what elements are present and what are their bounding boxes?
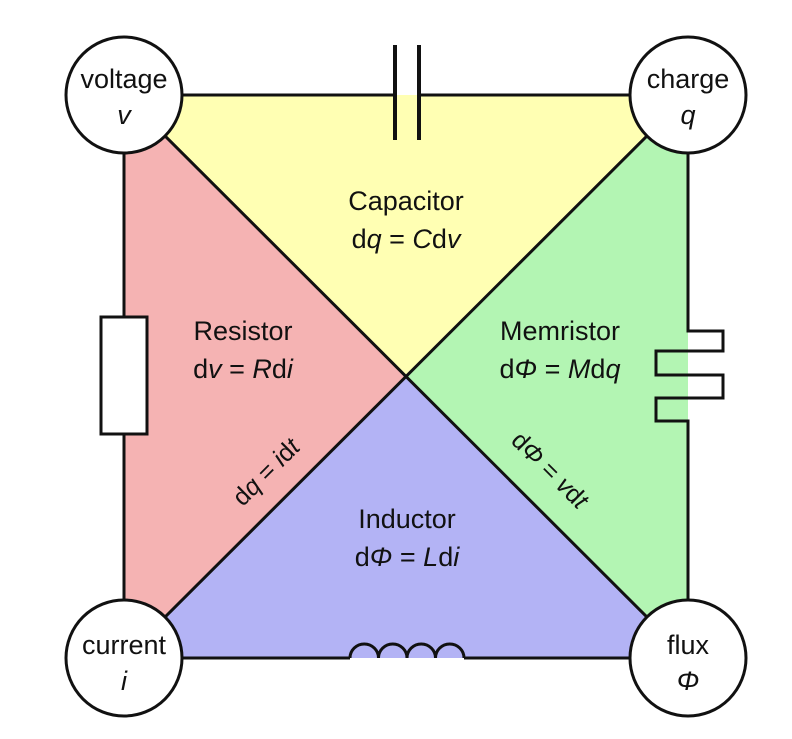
capacitor-label: Capacitor dq = Cdv xyxy=(348,186,464,254)
node-flux-symbol: Φ xyxy=(677,666,700,696)
node-flux-name: flux xyxy=(667,630,710,660)
capacitor-region xyxy=(124,95,688,376)
memristor-equation: dΦ = Mdq xyxy=(500,354,621,384)
node-voltage-name: voltage xyxy=(80,64,167,94)
node-charge: charge q xyxy=(628,35,748,155)
inductor-label: Inductor dΦ = Ldi xyxy=(355,504,460,572)
resistor-name: Resistor xyxy=(193,316,292,346)
node-charge-name: charge xyxy=(647,64,730,94)
inductor-equation: dΦ = Ldi xyxy=(355,542,460,572)
diagonal-charge-current xyxy=(122,93,690,660)
capacitor-equation: dq = Cdv xyxy=(352,224,462,254)
node-voltage: voltage v xyxy=(64,35,184,155)
capacitor-name: Capacitor xyxy=(348,186,464,216)
memristor-symbol xyxy=(654,95,725,658)
node-voltage-symbol: v xyxy=(117,100,132,130)
memristor-label: Memristor dΦ = Mdq xyxy=(500,316,621,384)
resistor-label: Resistor dv = Rdi xyxy=(193,316,294,384)
node-flux: flux Φ xyxy=(628,598,748,718)
node-current-symbol: i xyxy=(121,666,128,696)
memristor-region xyxy=(406,95,688,658)
inductor-name: Inductor xyxy=(358,504,456,534)
inductor-region xyxy=(124,376,688,658)
resistor-equation: dv = Rdi xyxy=(193,354,294,384)
node-charge-symbol: q xyxy=(680,100,695,130)
node-current-name: current xyxy=(82,630,167,660)
node-current: current i xyxy=(64,598,184,718)
memristor-name: Memristor xyxy=(500,316,620,346)
resistor-region xyxy=(124,95,406,658)
